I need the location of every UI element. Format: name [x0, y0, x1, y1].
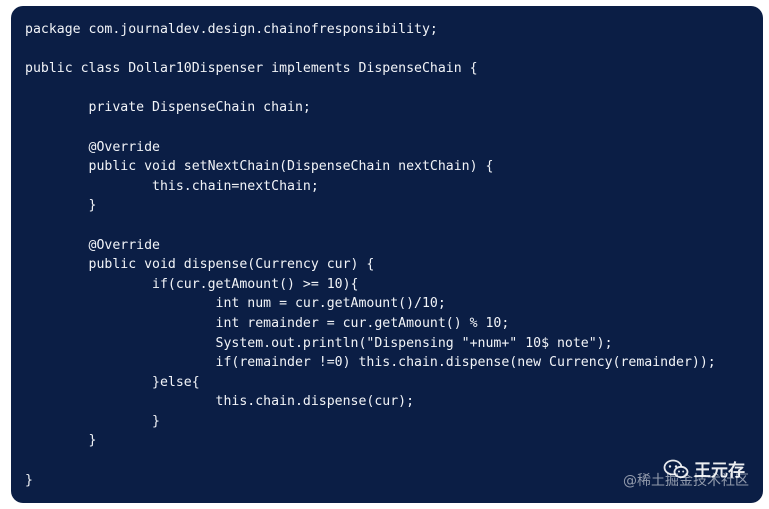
code-line: System.out.println("Dispensing "+num+" 1…	[25, 335, 613, 351]
code-panel: package com.journaldev.design.chainofres…	[11, 6, 763, 503]
watermark-brand: 王元存	[663, 456, 745, 481]
watermark-site: @稀土掘金技术社区	[623, 473, 749, 489]
code-line: }	[25, 472, 33, 488]
code-line: if(cur.getAmount() >= 10){	[25, 276, 359, 292]
code-line: if(remainder !=0) this.chain.dispense(ne…	[25, 355, 716, 371]
code-line: private DispenseChain chain;	[25, 100, 311, 116]
code-line: }	[25, 433, 97, 449]
code-line: int num = cur.getAmount()/10;	[25, 296, 446, 312]
code-line	[25, 40, 716, 60]
code-line: this.chain.dispense(cur);	[25, 394, 415, 410]
code-line: package com.journaldev.design.chainofres…	[25, 22, 438, 37]
code-block: package com.journaldev.design.chainofres…	[25, 20, 716, 490]
code-line	[25, 216, 716, 236]
watermark-author: 王元存	[694, 461, 745, 480]
code-line: @Override	[25, 237, 160, 253]
code-line: int remainder = cur.getAmount() % 10;	[25, 315, 510, 331]
code-line: public void dispense(Currency cur) {	[25, 257, 375, 273]
watermark: @稀土掘金技术社区	[623, 470, 749, 491]
code-line: this.chain=nextChain;	[25, 178, 319, 194]
wechat-icon	[663, 459, 689, 478]
code-line	[25, 451, 716, 471]
code-line: @Override	[25, 139, 160, 155]
code-line: }else{	[25, 374, 200, 390]
code-line: }	[25, 413, 160, 429]
code-line: }	[25, 198, 97, 214]
code-line	[25, 118, 716, 138]
code-line: public void setNextChain(DispenseChain n…	[25, 159, 494, 175]
code-line	[25, 79, 716, 99]
code-line: public class Dollar10Dispenser implement…	[25, 61, 478, 77]
